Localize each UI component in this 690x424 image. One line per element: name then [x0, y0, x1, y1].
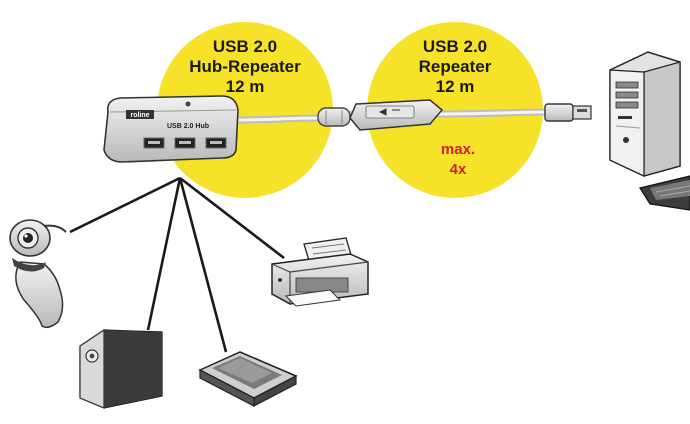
- webcam-icon: [9, 219, 67, 329]
- max-label-line1: max.: [441, 141, 475, 158]
- repeater-label: USB 2.0 Repeater 12 m: [419, 37, 492, 96]
- repeater-label-line3: 12 m: [436, 77, 475, 96]
- repeater-label-line1: USB 2.0: [423, 37, 487, 56]
- hub-label-line3: 12 m: [226, 77, 265, 96]
- max-label-line2: 4x: [450, 161, 467, 178]
- usb-hub-icon: roline USB 2.0 Hub: [103, 95, 239, 163]
- svg-text:USB 2.0 Hub: USB 2.0 Hub: [167, 123, 209, 130]
- ferrite-bead-icon: [317, 107, 351, 127]
- hub-label: USB 2.0 Hub-Repeater 12 m: [189, 37, 301, 96]
- keyboard-icon: [639, 175, 690, 211]
- repeater-cable-icon: [349, 99, 444, 131]
- cable-to-hard-drive: [146, 177, 182, 331]
- cable-to-scanner: [178, 177, 228, 353]
- scanner-icon: [198, 351, 298, 407]
- repeater-label-line2: Repeater: [419, 57, 492, 76]
- device-cables: [69, 176, 285, 353]
- max-label: max. 4x: [441, 141, 475, 178]
- hard-drive-icon: [79, 328, 163, 409]
- repeater-highlight-circle: [367, 22, 543, 198]
- hub-label-line1: USB 2.0: [213, 37, 277, 56]
- usb-plug-icon: [544, 103, 592, 122]
- svg-text:roline: roline: [130, 112, 149, 119]
- cable-to-printer: [179, 176, 285, 260]
- pc-tower-icon: [609, 51, 681, 177]
- cable-to-webcam: [69, 176, 181, 234]
- hub-label-line2: Hub-Repeater: [189, 57, 301, 76]
- printer-icon: [271, 237, 369, 307]
